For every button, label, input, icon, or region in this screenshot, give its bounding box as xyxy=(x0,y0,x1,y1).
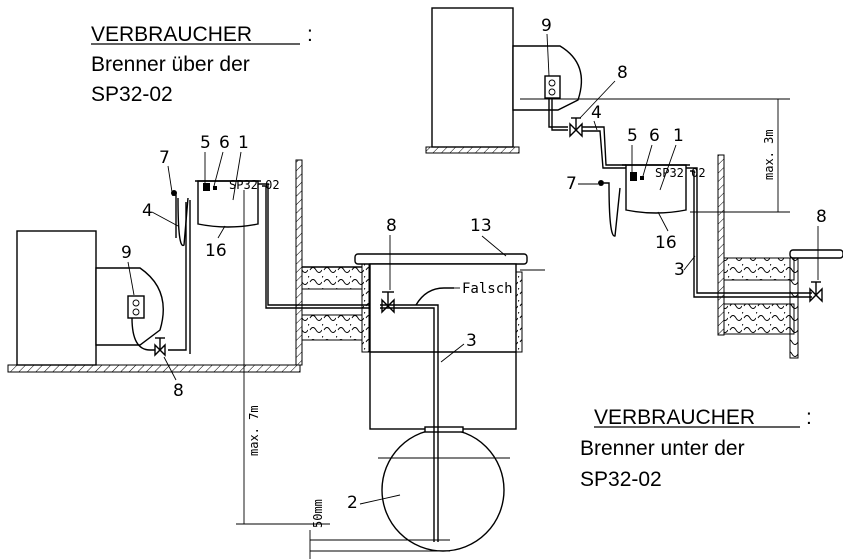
callout-8: 8 xyxy=(173,381,184,401)
caption-colon: : xyxy=(307,23,313,46)
caption-title: VERBRAUCHER xyxy=(91,23,252,46)
left-installation: SP32 02 max. 7m 7 5 6 1 4 9 16 xyxy=(7,133,380,525)
caption-line2: SP32-02 xyxy=(580,468,662,491)
ground-lower xyxy=(301,314,363,341)
callout-4: 4 xyxy=(591,103,602,123)
unit-part-6 xyxy=(213,186,217,190)
unit-label: SP32 02 xyxy=(229,178,280,192)
callout-16: 16 xyxy=(205,241,227,261)
callout-8: 8 xyxy=(617,63,628,83)
caption-line1: Brenner unter der xyxy=(580,437,745,460)
caption-title: VERBRAUCHER xyxy=(594,406,755,429)
caption-line2: SP32-02 xyxy=(91,83,173,106)
callout-3: 3 xyxy=(674,260,685,280)
callout-9: 9 xyxy=(541,16,552,36)
unit-part-5 xyxy=(203,183,210,191)
callout-4: 4 xyxy=(142,201,153,221)
callout-7: 7 xyxy=(159,148,170,168)
callout-3: 3 xyxy=(466,331,477,351)
caption-line1: Brenner über der xyxy=(91,53,250,76)
tank-installation: Falsch 50mm 8 13 3 2 xyxy=(301,216,545,559)
unit-part-5 xyxy=(630,172,637,181)
callout-5: 5 xyxy=(200,133,211,153)
valve-left xyxy=(154,343,166,357)
dim-3m: max. 3m xyxy=(762,129,776,180)
callout-6: 6 xyxy=(649,126,660,146)
floor-slab xyxy=(7,364,301,373)
callout-7: 7 xyxy=(566,174,577,194)
callout-1: 1 xyxy=(238,133,249,153)
dim-7m: max. 7m xyxy=(247,405,261,456)
caption-colon: : xyxy=(806,406,812,429)
vent-pipe xyxy=(172,194,177,238)
wall xyxy=(295,159,303,366)
boiler xyxy=(431,7,514,148)
caption-burner-above: VERBRAUCHER : Brenner über der SP32-02 xyxy=(91,23,313,106)
sp32-unit xyxy=(197,180,259,228)
tank-neck xyxy=(424,426,464,433)
boiler xyxy=(16,230,97,366)
right-installation: SP32 02 max. 3m 9 8 4 5 6 1 7 xyxy=(425,7,843,359)
label-wrong: Falsch xyxy=(462,281,513,297)
callout-8: 8 xyxy=(816,207,827,227)
callout-9: 9 xyxy=(121,243,132,263)
callout-1: 1 xyxy=(673,126,684,146)
manhole-cover xyxy=(354,253,528,265)
callout-16: 16 xyxy=(655,233,677,253)
dim-50mm: 50mm xyxy=(311,499,325,528)
burner-pump xyxy=(127,295,145,319)
valve-center xyxy=(381,298,395,314)
callout-5: 5 xyxy=(627,126,638,146)
callout-2: 2 xyxy=(347,493,358,513)
unit-label: SP32 02 xyxy=(655,166,706,180)
ground-upper xyxy=(301,266,363,290)
tank xyxy=(381,428,505,552)
valve-right-top xyxy=(569,122,583,138)
callout-13: 13 xyxy=(470,216,492,236)
caption-burner-below: VERBRAUCHER : Brenner unter der SP32-02 xyxy=(580,406,812,491)
callout-8: 8 xyxy=(386,216,397,236)
tank-dome xyxy=(369,263,517,430)
valve-right-bottom xyxy=(809,287,823,303)
flex-hose xyxy=(177,197,189,247)
callout-6: 6 xyxy=(219,133,230,153)
